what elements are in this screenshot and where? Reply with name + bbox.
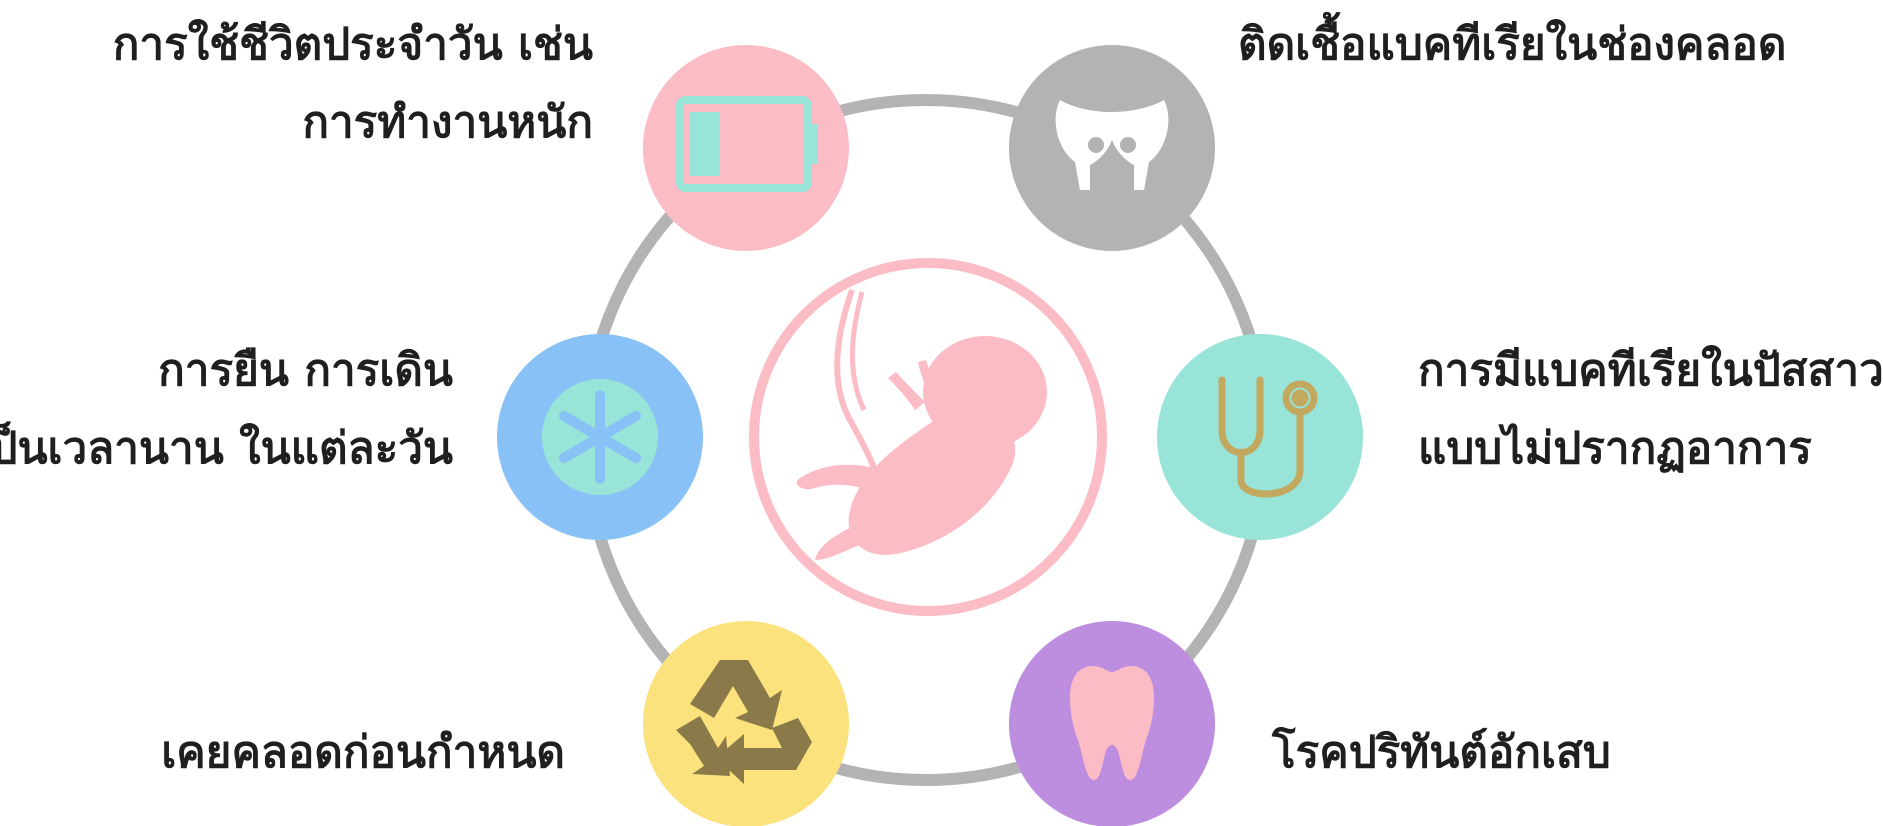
label-line: เป็นเวลานาน ในแต่ละวัน [0,423,453,474]
label-line: ติดเชื้อแบคทีเรียในช่องคลอด [1238,19,1787,70]
node-periodontitis [1009,621,1215,826]
label-periodontitis: โรคปริทันต์อักเสบ [1272,714,1611,792]
label-line: การยืน การเดิน [158,345,453,396]
label-line: การใช้ชีวิตประจำวัน เช่น [112,19,593,70]
node-standing-walking [497,334,703,540]
pelvis-icon [1055,100,1169,190]
label-standing-walking: การยืน การเดิน เป็นเวลานาน ในแต่ละวัน [0,332,453,488]
asterisk-icon [559,390,641,484]
label-line: การทำงานหนัก [302,97,593,148]
node-urine-bacteria [1157,334,1363,540]
node-circle [643,621,849,826]
label-line: เคยคลอดก่อนกำหนด [161,727,565,778]
label-vaginal-infection: ติดเชื้อแบคทีเรียในช่องคลอด [1238,6,1786,84]
stethoscope-icon [1218,376,1318,498]
node-circle [1009,45,1215,251]
node-circle [643,45,849,251]
node-preterm-history [643,621,849,826]
label-line: การมีแบคทีเรียในปัสสาวะ [1418,345,1883,396]
center-node [749,258,1107,616]
node-daily-life [643,45,849,251]
node-vaginal-infection [1009,45,1215,251]
battery-low-icon [676,96,818,192]
fetus-icon [796,289,1047,560]
tooth-icon [1069,666,1155,780]
label-line: แบบไม่ปรากฏอาการ [1418,423,1812,474]
label-preterm-history: เคยคลอดก่อนกำหนด [161,714,565,792]
label-urine-bacteria: การมีแบคทีเรียในปัสสาวะ แบบไม่ปรากฏอาการ [1418,332,1883,488]
label-line: โรคปริทันต์อักเสบ [1272,727,1611,778]
recycle-icon [676,660,812,784]
label-daily-life: การใช้ชีวิตประจำวัน เช่น การทำงานหนัก [113,6,593,162]
